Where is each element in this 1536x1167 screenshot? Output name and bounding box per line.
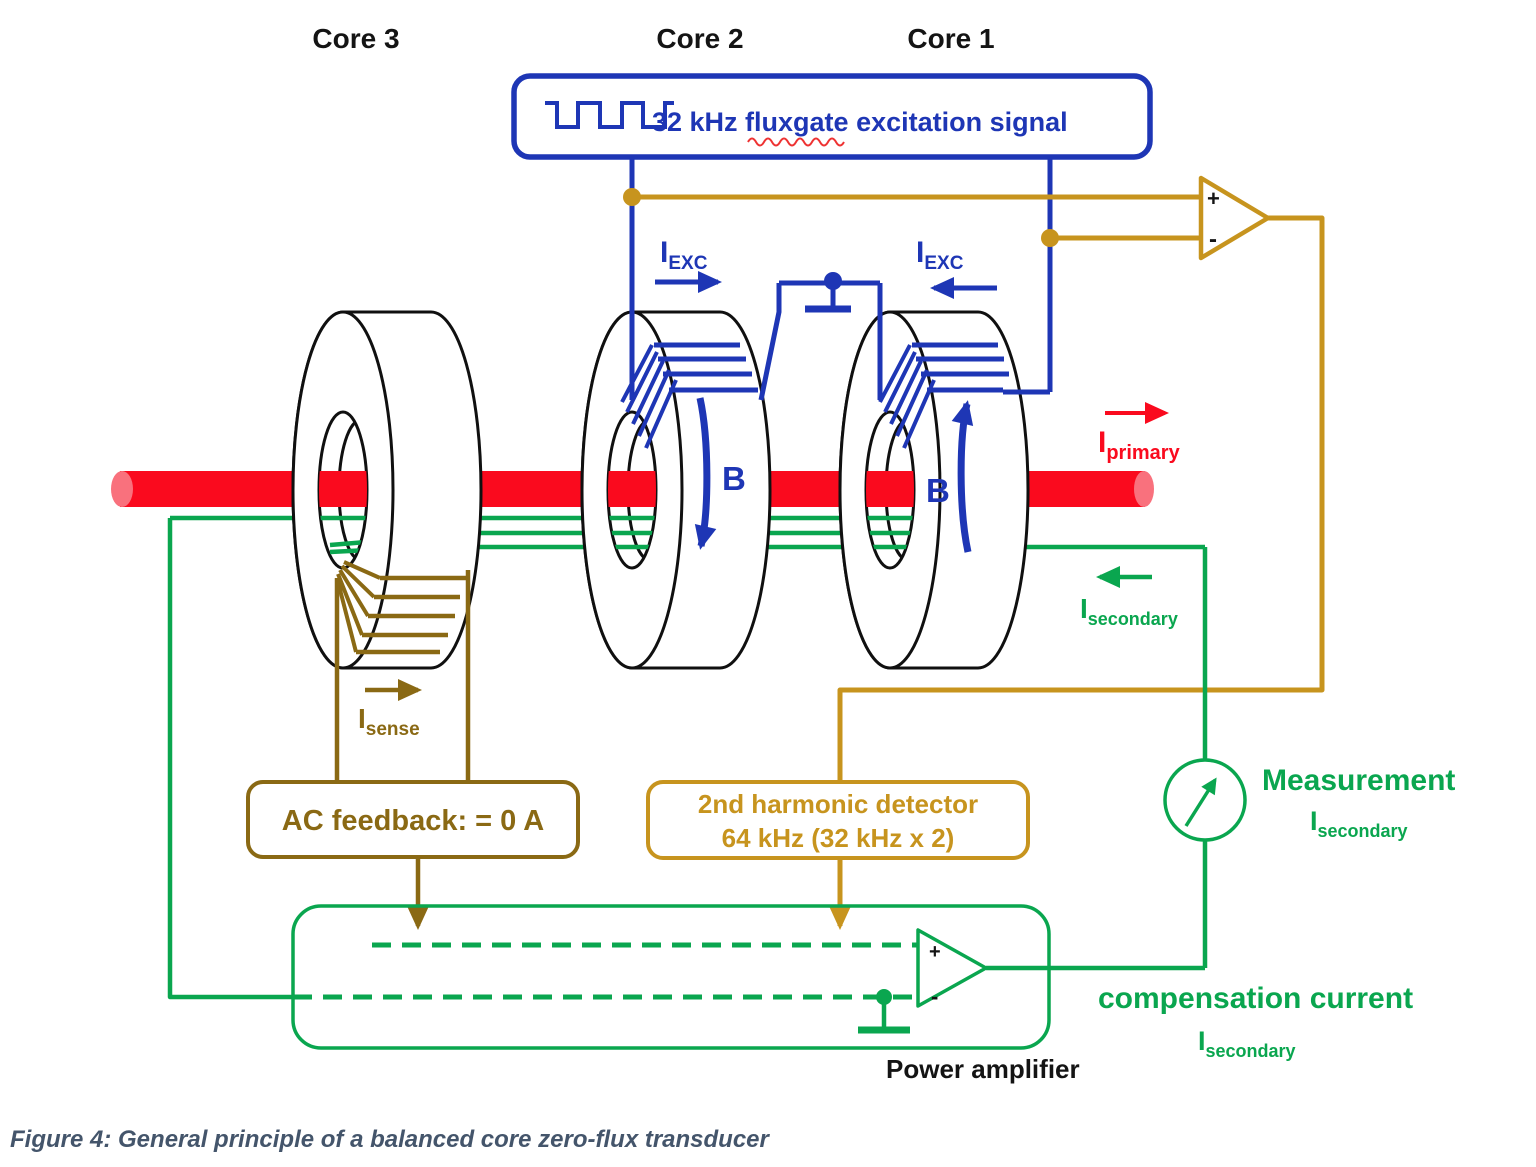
spellcheck-squiggle — [747, 137, 845, 147]
junction-dot-minus — [1041, 229, 1059, 247]
amp-plus-label: + — [929, 941, 941, 963]
power-amplifier-label: Power amplifier — [886, 1054, 1080, 1084]
i-primary-label: Iprimary — [1098, 426, 1181, 464]
ground-symbol-excitation — [805, 272, 851, 313]
core-2-toroid — [580, 310, 772, 670]
ground-symbol-amp — [858, 989, 910, 1034]
comparator-plus-label: + — [1207, 186, 1220, 211]
b-field-arrow-core1 — [951, 400, 974, 553]
excitation-signal-label: 32 kHz fluxgate excitation signal — [652, 107, 1068, 137]
compensation-current-label: compensation current — [1098, 982, 1413, 1015]
primary-bar-right-cap — [1134, 471, 1154, 507]
amp-minus-label: - — [931, 984, 938, 1009]
b-field-label-core1: B — [926, 472, 950, 509]
i-exc-label-core1: IEXC — [916, 236, 964, 274]
measurement-meter — [1163, 758, 1247, 842]
harmonic-detector-box: 2nd harmonic detector 64 kHz (32 kHz x 2… — [646, 780, 1030, 860]
b-field-arrow-core2 — [694, 397, 717, 550]
i-secondary-label: Isecondary — [1080, 593, 1178, 629]
primary-bar-left-cap — [111, 471, 133, 507]
excitation-signal-box: 32 kHz fluxgate excitation signal — [511, 73, 1153, 160]
i-exc-label-core2: IEXC — [660, 236, 708, 274]
ac-feedback-label: AC feedback: = 0 A — [282, 805, 544, 837]
junction-dot-plus — [623, 188, 641, 206]
ac-feedback-box: AC feedback: = 0 A — [246, 780, 580, 859]
secondary-return-wire — [167, 518, 293, 1000]
core-1-excitation-winding — [878, 342, 1009, 449]
power-opamp — [916, 928, 988, 1008]
core-2-excitation-winding — [620, 342, 758, 449]
measurement-i-secondary: Isecondary — [1310, 806, 1408, 841]
comparator-opamp — [1198, 175, 1271, 261]
figure-caption: Figure 4: General principle of a balance… — [10, 1126, 771, 1153]
fluxgate-detector-wiring: + - — [623, 175, 1325, 782]
core-1-title: Core 1 — [907, 23, 994, 54]
square-wave-icon — [545, 101, 674, 129]
core-3-title: Core 3 — [312, 23, 399, 54]
b-field-label-core2: B — [722, 460, 746, 497]
i-sense-label: Isense — [358, 703, 420, 740]
measurement-label: Measurement — [1262, 764, 1455, 797]
harmonic-detector-line1: 2nd harmonic detector — [698, 789, 978, 819]
measurement-branch — [986, 547, 1247, 971]
power-amplifier-box: + - — [291, 904, 1051, 1050]
sense-winding-core3 — [334, 560, 471, 782]
meter-needle — [1184, 777, 1217, 827]
core-2-title: Core 2 — [656, 23, 743, 54]
comparator-minus-label: - — [1209, 226, 1217, 253]
core-1-toroid — [838, 310, 1030, 670]
compensation-i-secondary: Isecondary — [1198, 1026, 1296, 1061]
harmonic-detector-line2: 64 kHz (32 kHz x 2) — [722, 823, 955, 853]
